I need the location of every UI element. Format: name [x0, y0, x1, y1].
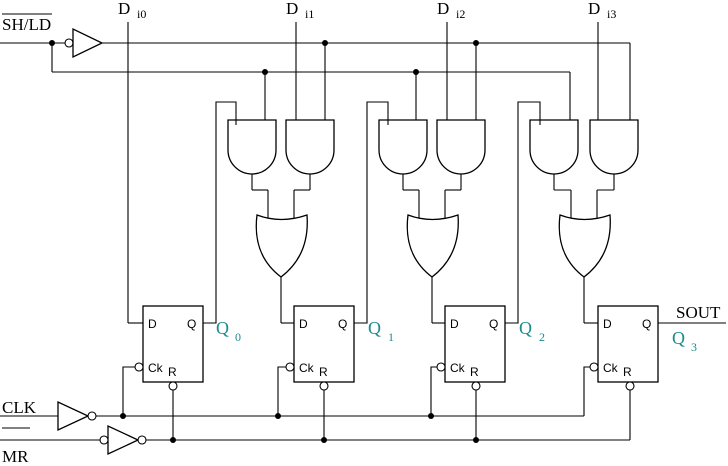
q2-feedback [505, 101, 541, 324]
svg-text:3: 3 [691, 340, 697, 354]
or-gate [406, 214, 459, 278]
mr-output-bubble [137, 435, 147, 445]
and-gate-shift [529, 119, 579, 175]
svg-text:Q: Q [187, 317, 196, 331]
clk-to-ff1 [277, 366, 286, 416]
svg-text:R: R [319, 365, 328, 379]
svg-text:Q: Q [216, 318, 229, 338]
svg-text:Q: Q [519, 318, 532, 338]
svg-text:D: D [437, 0, 449, 18]
and-gate-load [589, 119, 639, 175]
flipflop-2: D Q Ck R [436, 305, 506, 383]
svg-text:D: D [118, 0, 130, 18]
flipflop-0: D Q Ck R [134, 305, 204, 383]
svg-text:D: D [603, 317, 612, 331]
input-d1: D i1 [286, 0, 314, 21]
svg-text:i2: i2 [456, 7, 465, 21]
input-d0: D i0 [118, 0, 146, 21]
sout-label: SOUT [676, 303, 721, 322]
svg-text:D: D [299, 317, 308, 331]
mr-label: MR [2, 447, 29, 466]
clk-to-ff2 [430, 366, 437, 416]
input-d2: D i2 [437, 0, 465, 21]
and-gate-load [285, 119, 335, 175]
clk-to-ff0 [122, 366, 135, 416]
shld-inverter-bubble [64, 38, 74, 48]
svg-text:R: R [623, 365, 632, 379]
or-gate [558, 214, 611, 278]
svg-text:1: 1 [388, 330, 394, 344]
q0-label: Q 0 [216, 318, 241, 344]
svg-text:i1: i1 [305, 7, 314, 21]
svg-text:Ck: Ck [299, 361, 315, 375]
svg-text:D: D [286, 0, 298, 18]
svg-text:Q: Q [338, 317, 347, 331]
q1-label: Q 1 [368, 318, 394, 344]
and-gate-shift [227, 119, 277, 175]
q1-feedback [354, 101, 389, 324]
svg-text:R: R [168, 365, 177, 379]
mux-stage-3 [529, 119, 639, 324]
flipflop-1: D Q Ck R [285, 305, 355, 383]
svg-text:i0: i0 [137, 7, 146, 21]
mux-stage-2 [378, 119, 486, 324]
or-gate [255, 214, 308, 278]
shld-buffer-gate [72, 27, 104, 59]
mr-inverter-gate [107, 424, 140, 456]
svg-text:R: R [470, 365, 479, 379]
svg-text:Q: Q [368, 318, 381, 338]
q2-label: Q 2 [519, 318, 545, 344]
svg-text:D: D [148, 317, 157, 331]
mux-stage-1 [227, 119, 335, 324]
mr-input-bubble [99, 435, 109, 445]
flipflop-3: D Q Ck R [589, 305, 659, 383]
svg-text:Q: Q [642, 317, 651, 331]
svg-text:2: 2 [539, 330, 545, 344]
svg-text:D: D [588, 0, 600, 18]
clk-label: CLK [2, 398, 37, 417]
svg-text:Ck: Ck [603, 361, 619, 375]
input-d3: D i3 [588, 0, 616, 21]
clk-to-ff3 [583, 366, 590, 416]
svg-text:Q: Q [672, 328, 685, 348]
svg-text:0: 0 [235, 330, 241, 344]
and-gate-load [436, 119, 486, 175]
svg-text:D: D [450, 317, 459, 331]
and-gate-shift [378, 119, 428, 175]
clk-inverter-gate [57, 400, 90, 432]
q3-label: Q 3 [672, 328, 697, 354]
svg-text:i3: i3 [607, 7, 616, 21]
clk-inverter-bubble [87, 411, 97, 421]
svg-text:Q: Q [489, 317, 498, 331]
shld-label: SH/LD [2, 15, 51, 34]
q0-feedback [203, 101, 237, 324]
svg-text:Ck: Ck [148, 361, 164, 375]
svg-text:Ck: Ck [450, 361, 466, 375]
